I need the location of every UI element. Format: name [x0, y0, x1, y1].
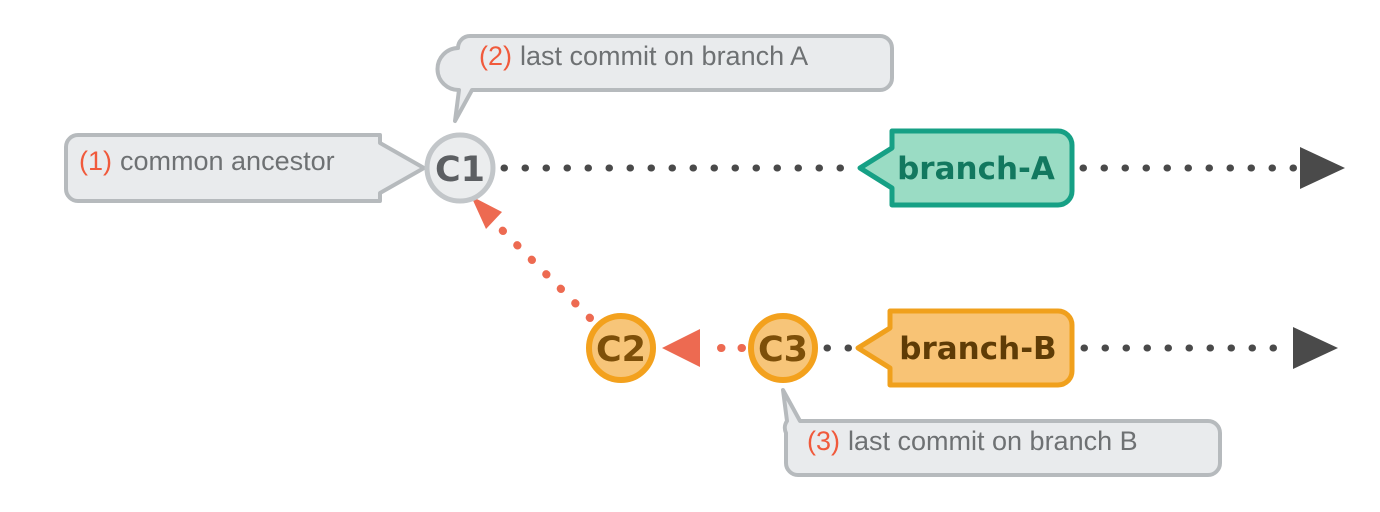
branch-b-shape: [855, 308, 1075, 388]
branch-label-branch-a[interactable]: branch-A: [857, 128, 1075, 208]
callout-2-text: (2) last commit on branch A: [479, 41, 808, 71]
callout-last-commit-branch-a[interactable]: (2) last commit on branch A: [435, 34, 894, 123]
lane-a-arrowhead-icon: [1300, 147, 1345, 189]
commit-node-c2[interactable]: C2: [586, 313, 656, 383]
callout-common-ancestor[interactable]: (1) common ancestor: [64, 133, 426, 203]
callout-1-bubble: [64, 133, 426, 203]
c2-circle: [586, 313, 656, 383]
c2-label: C2: [596, 330, 646, 370]
branch-a-label: branch-A: [897, 151, 1055, 187]
connection-c3-to-c2: [662, 329, 746, 367]
branch-label-branch-b[interactable]: branch-B: [855, 308, 1075, 388]
callout-1-index: (1): [79, 146, 112, 176]
callout-2-label: last commit on branch A: [520, 41, 808, 71]
callout-3-bubble: [781, 388, 1222, 477]
c2-c1-dotted-line: [496, 224, 594, 322]
lane-b-arrowhead-icon: [1293, 327, 1338, 369]
c1-circle: [424, 132, 496, 204]
callout-3-index: (3): [807, 426, 840, 456]
connection-c2-to-c1: [471, 196, 594, 322]
callout-1-label: common ancestor: [120, 146, 335, 176]
callout-1-text: (1) common ancestor: [79, 146, 335, 176]
c3-c2-arrowhead-icon: [662, 329, 700, 367]
lane-b-track: [823, 327, 1338, 369]
callout-2-bubble: [435, 34, 894, 123]
branch-b-label: branch-B: [899, 331, 1056, 367]
callout-3-label: last commit on branch B: [848, 426, 1138, 456]
c1-label: C1: [435, 150, 485, 190]
commit-node-c3[interactable]: C3: [748, 313, 818, 383]
callout-3-text: (3) last commit on branch B: [807, 426, 1138, 456]
c2-c1-arrowhead-icon: [471, 196, 502, 229]
lane-a-track: [500, 147, 1345, 189]
c3-label: C3: [758, 330, 808, 370]
callout-last-commit-branch-b[interactable]: (3) last commit on branch B: [781, 388, 1222, 477]
commit-node-c1[interactable]: C1: [424, 132, 496, 204]
branch-a-shape: [857, 128, 1075, 208]
callout-2-index: (2): [479, 41, 512, 71]
c3-circle: [748, 313, 818, 383]
